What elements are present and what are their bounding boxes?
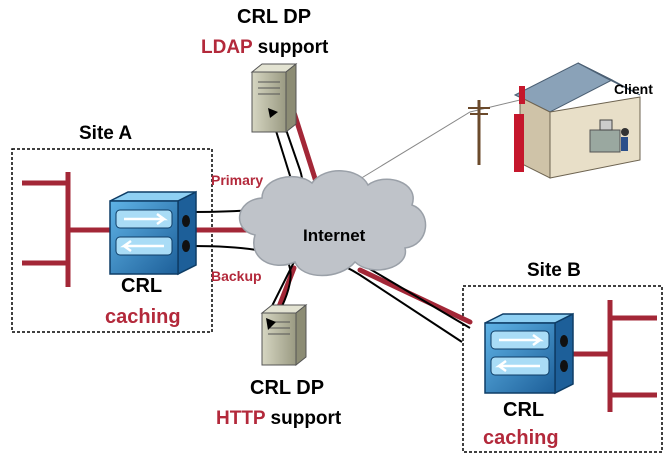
client-line: [349, 99, 521, 186]
network-bus-icon: [22, 172, 110, 287]
site-a-label: Site A: [79, 123, 133, 144]
backup-label: Backup: [211, 268, 262, 284]
site-b-label: Site B: [527, 260, 581, 281]
cloud-icon: [238, 170, 427, 277]
crl-dp-top-support: support: [257, 37, 329, 58]
crl-dp-bottom-protocol: HTTP: [216, 408, 266, 429]
server-icon: [250, 62, 298, 134]
arrows: [266, 108, 278, 330]
crl-dp-bottom-caption: HTTP support: [216, 408, 341, 430]
internet-label: Internet: [303, 226, 366, 245]
crl-dp-top-caption: LDAP support: [201, 37, 328, 59]
router-icon: [109, 190, 197, 276]
site-a-caching-label: caching: [105, 306, 181, 328]
crl-dp-top-title: CRL DP: [237, 6, 312, 28]
site-a-crl-label: CRL: [121, 275, 163, 297]
crl-dp-top-protocol: LDAP: [201, 37, 253, 58]
primary-label: Primary: [211, 172, 264, 188]
crl-dp-bottom-title: CRL DP: [250, 377, 325, 399]
crl-dp-bottom-support: support: [270, 408, 342, 429]
site-b-caching-label: caching: [483, 427, 559, 449]
utility-pole-icon: [468, 100, 490, 165]
site-a-boundary: [11, 148, 213, 333]
network-bus-icon: [573, 300, 657, 412]
router-icon: [484, 312, 574, 395]
server-icon: [260, 303, 308, 367]
client-label: Client: [614, 81, 653, 97]
site-b-boundary: [462, 285, 663, 453]
site-b-crl-label: CRL: [503, 399, 545, 421]
house-icon: [513, 62, 641, 179]
